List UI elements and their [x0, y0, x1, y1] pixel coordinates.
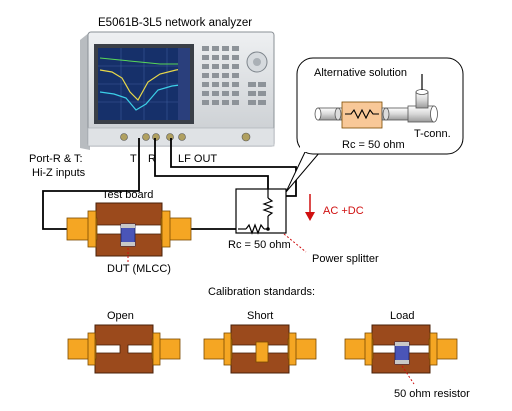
short-label: Short [247, 310, 273, 322]
ac-dc-indicator: AC +DC [305, 194, 364, 221]
resistor-label: 50 ohm resistor [394, 388, 470, 400]
screen-trace-green [99, 57, 188, 65]
analyzer-title: E5061B-3L5 network analyzer [98, 17, 252, 29]
calibration-open: Open [67, 310, 181, 374]
splitter-leader-line [283, 233, 307, 253]
screen-trace-cyan [99, 83, 189, 111]
analyzer-keypad [202, 46, 266, 105]
splitter-resistor-vertical [262, 197, 274, 217]
inputs-label-line2: Hi-Z inputs [32, 167, 86, 179]
network-analyzer: E5061B-3L5 network analyzer [80, 17, 275, 150]
cable-lf-out [170, 138, 297, 197]
splitter-box [235, 188, 287, 234]
open-label: Open [107, 310, 134, 322]
alternative-solution-bubble: Alternative solution Rc = 50 ohm T-conn. [285, 57, 464, 193]
port-t-label: T [130, 153, 137, 165]
dut-terminal-top [121, 224, 135, 228]
analyzer-knob-center [253, 58, 261, 66]
calibration-title: Calibration standards: [208, 286, 315, 298]
alt-rc-label: Rc = 50 ohm [342, 139, 405, 151]
board-connector-right-flange [161, 210, 171, 248]
lf-out-label: LF OUT [178, 153, 217, 165]
splitter-resistor-horizontal [245, 223, 265, 235]
dut-label: DUT (MLCC) [107, 263, 171, 275]
screen-trace-yellow [99, 67, 189, 101]
alt-resistor-box [341, 101, 383, 129]
inputs-label-line1: Port-R & T: [29, 153, 83, 165]
arrow-down-icon [305, 212, 315, 221]
cables [42, 138, 297, 230]
dut-terminal-bottom [121, 242, 135, 246]
calibration-load: Load 50 ohm resistor [344, 310, 470, 400]
ac-dc-label: AC +DC [323, 205, 364, 217]
alternative-title: Alternative solution [314, 67, 407, 79]
splitter-junction [266, 227, 270, 231]
power-splitter: Rc = 50 ohm Power splitter [228, 188, 379, 265]
board-connector-left-flange [87, 210, 97, 248]
port-r-label: R [148, 153, 156, 165]
alt-resistor-zigzag [345, 108, 379, 120]
t-conn-label: T-conn. [414, 128, 451, 140]
calibration-short: Short [203, 310, 317, 374]
cable-port-r [154, 138, 269, 189]
test-board-label: Test board [102, 189, 153, 201]
splitter-rc-label: Rc = 50 ohm [228, 239, 291, 251]
splitter-name-label: Power splitter [312, 253, 379, 265]
analyzer-ports [120, 132, 251, 142]
bubble-tail [285, 149, 321, 193]
load-label: Load [390, 310, 414, 322]
cable-port-t [42, 138, 140, 230]
screen-sidebar [178, 48, 190, 120]
short-element [255, 341, 269, 363]
test-board: Test board DUT (MLCC) [66, 189, 192, 275]
